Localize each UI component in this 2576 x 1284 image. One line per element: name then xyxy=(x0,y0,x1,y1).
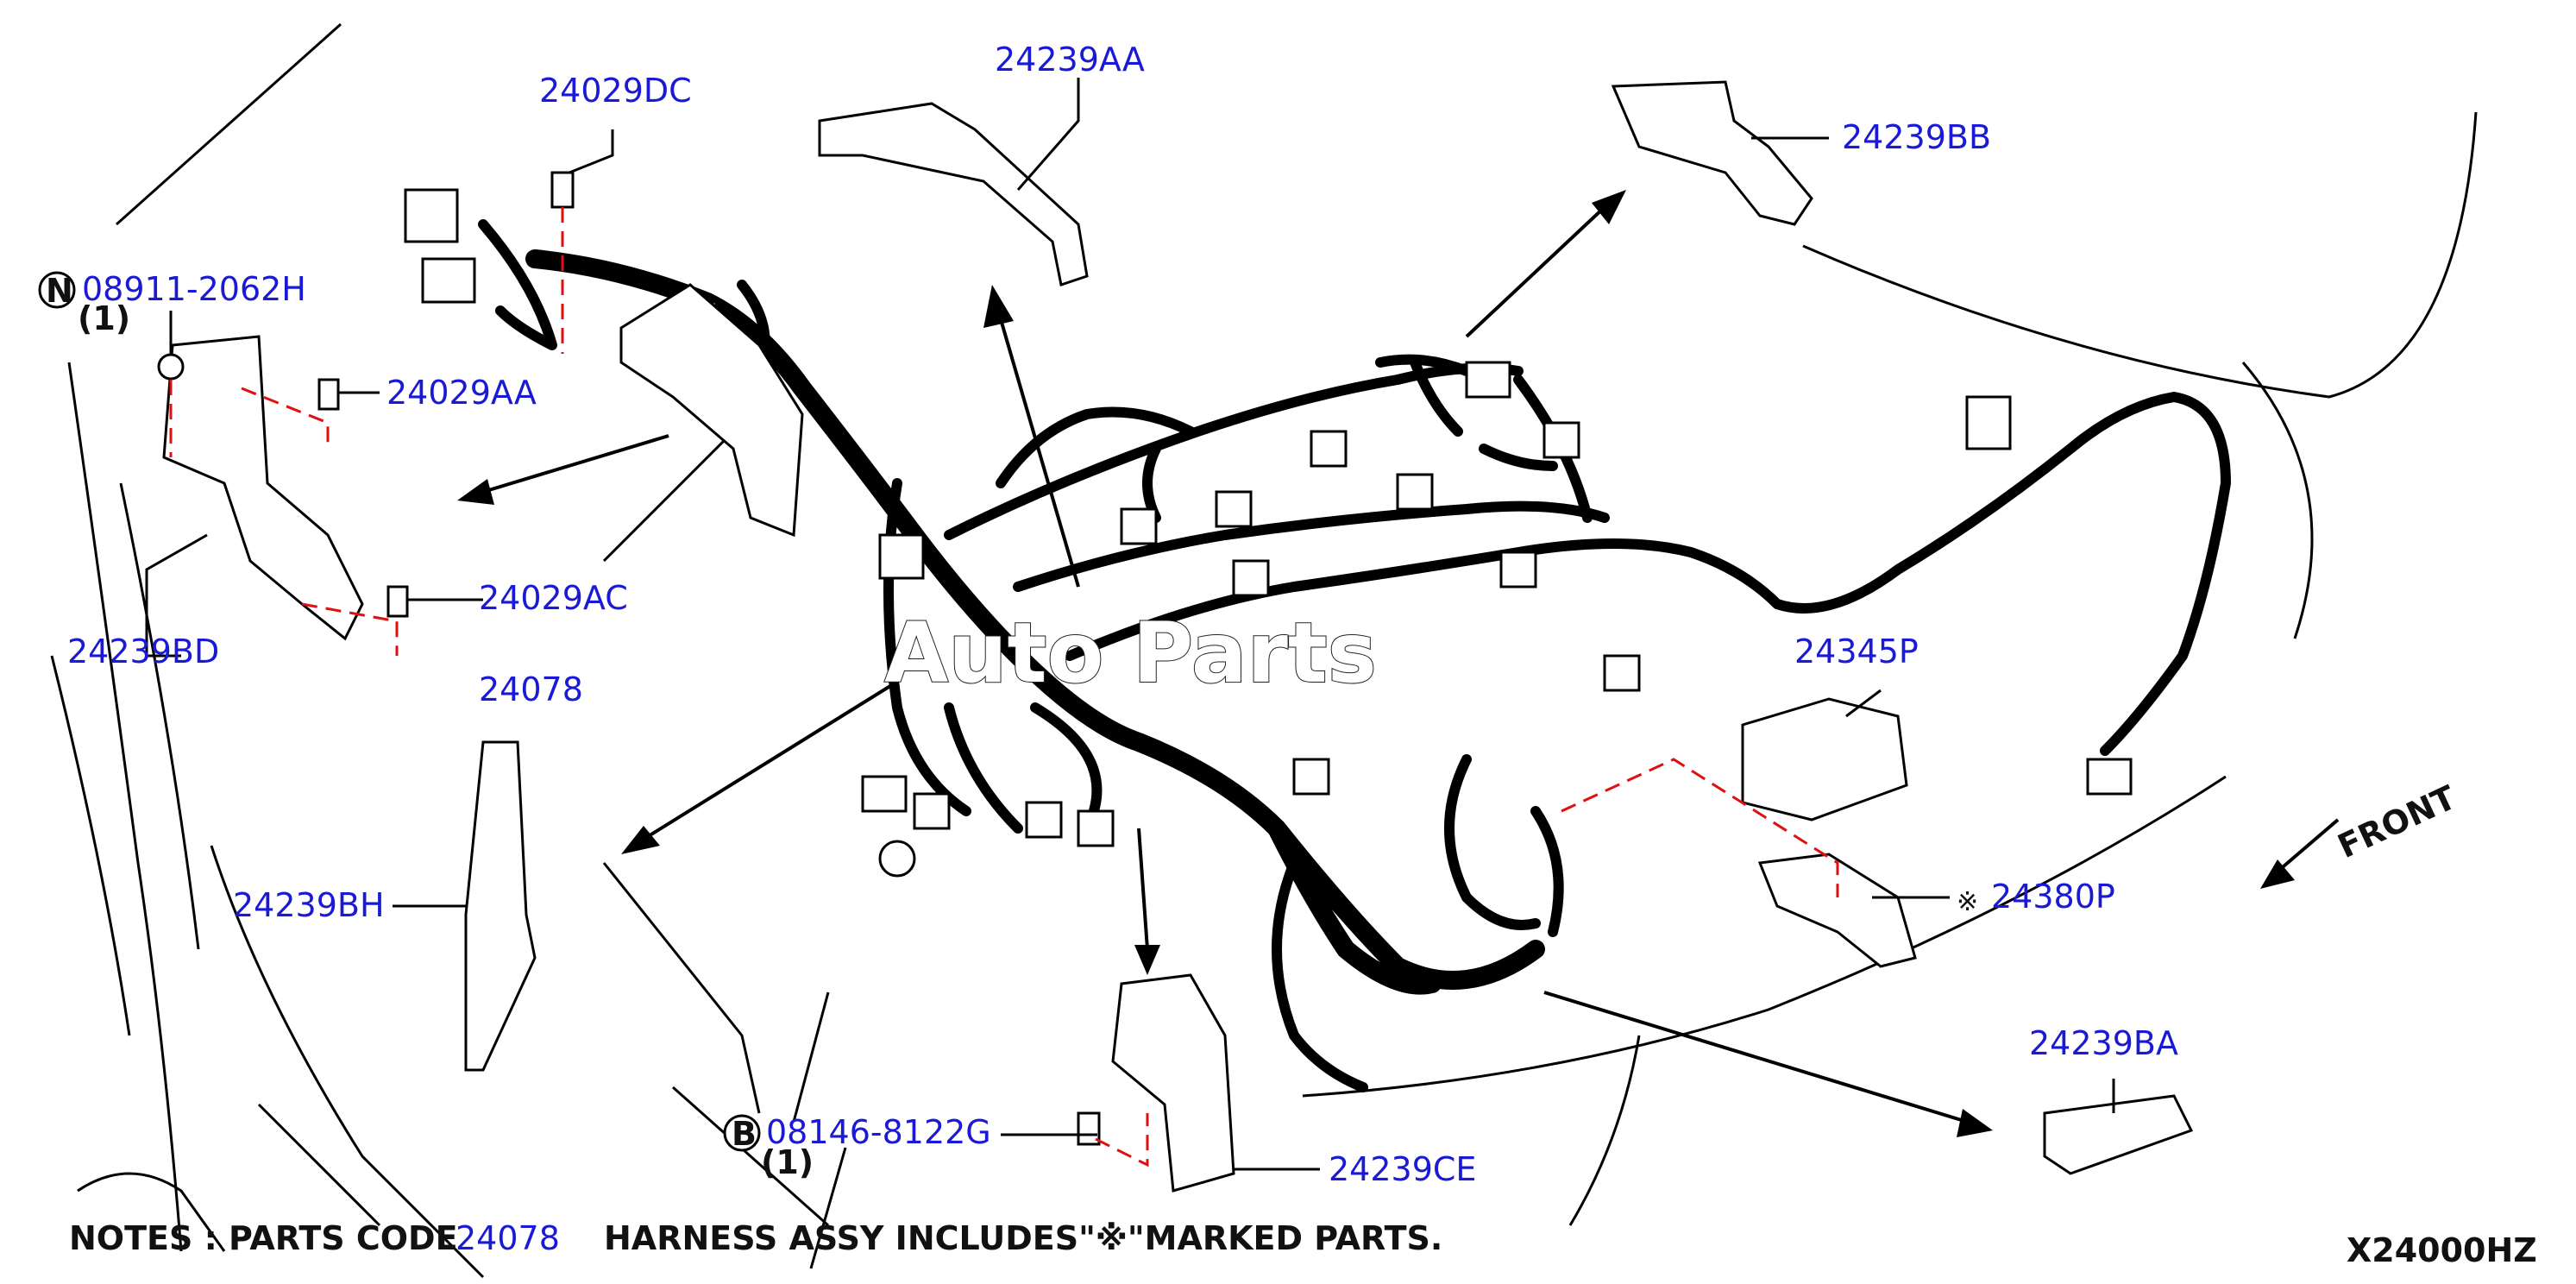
label-24239BH[interactable]: 24239BH xyxy=(233,886,385,924)
bolt-24029AC xyxy=(386,585,409,618)
label-24239BD[interactable]: 24239BD xyxy=(67,633,219,670)
bracket-24239BH xyxy=(464,740,537,1072)
bracket-24239BB xyxy=(1611,80,1813,226)
bolt-24029DC xyxy=(550,171,575,209)
label-24380P[interactable]: 24380P xyxy=(1991,878,2115,916)
badge-b-text: B xyxy=(732,1115,757,1153)
label-24239AA[interactable]: 24239AA xyxy=(995,41,1145,79)
fuse-holder-24345P xyxy=(1741,697,1908,821)
nut-08911 xyxy=(157,353,185,381)
part-labels: 24029DC 24239AA 24239BB 08911-2062H (1) … xyxy=(67,41,2462,1188)
label-24029AC[interactable]: 24029AC xyxy=(479,579,628,617)
bolt-24029AA xyxy=(317,378,340,411)
label-24239BA[interactable]: 24239BA xyxy=(2029,1024,2178,1062)
label-front: FRONT xyxy=(2332,778,2461,865)
direction-arrows xyxy=(457,190,2340,1137)
bracket-24239BA xyxy=(2043,1094,2194,1175)
alignment-lines xyxy=(169,207,1839,1168)
watermark-text: Auto Parts xyxy=(884,605,1377,702)
label-08146-qty: (1) xyxy=(761,1143,814,1181)
bracket-24239BD xyxy=(162,335,364,641)
part-badges: N B xyxy=(38,271,761,1153)
notes-suffix: HARNESS ASSY INCLUDES"※"MARKED PARTS. xyxy=(604,1219,1442,1257)
label-24029AA[interactable]: 24029AA xyxy=(386,374,537,412)
bracket-left-upper xyxy=(619,283,804,538)
main-harness xyxy=(478,219,2231,1092)
bracket-24239CE xyxy=(1111,973,1235,1193)
bracket-24239AA xyxy=(818,102,1089,286)
notes-footer: NOTES : PARTS CODE 24078 HARNESS ASSY IN… xyxy=(69,1219,2537,1269)
label-08911-qty: (1) xyxy=(78,299,130,337)
vehicle-body-outline xyxy=(50,22,2478,1279)
notes-code[interactable]: 24078 xyxy=(456,1219,560,1257)
leader-lines xyxy=(145,78,2115,1171)
brackets xyxy=(162,80,2194,1193)
label-24239CE[interactable]: 24239CE xyxy=(1329,1150,1476,1188)
label-24380P-mark: ※ xyxy=(1957,887,1978,917)
label-24029DC[interactable]: 24029DC xyxy=(539,72,692,110)
diagram-id: X24000HZ xyxy=(2347,1231,2537,1269)
badge-circle-b xyxy=(723,1114,761,1152)
badge-n-text: N xyxy=(46,272,73,310)
label-08911-2062H[interactable]: 08911-2062H xyxy=(82,270,306,308)
label-08146-8122G[interactable]: 08146-8122G xyxy=(766,1113,991,1151)
label-24239BB[interactable]: 24239BB xyxy=(1842,118,1991,156)
notes-prefix: NOTES : PARTS CODE xyxy=(69,1219,458,1257)
bracket-24380P xyxy=(1757,853,1917,968)
label-24345P[interactable]: 24345P xyxy=(1794,633,1919,670)
badge-circle-n xyxy=(38,271,76,309)
label-24078[interactable]: 24078 xyxy=(479,670,583,708)
